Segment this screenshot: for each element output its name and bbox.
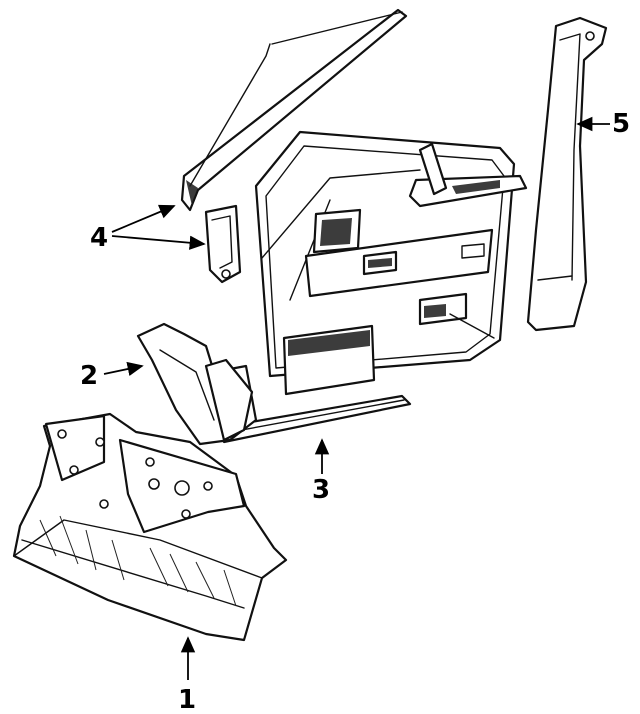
- callout-3-label: 3: [312, 475, 330, 505]
- callout-1-label: 1: [178, 685, 196, 714]
- callout-5-label: 5: [612, 109, 630, 139]
- part-5-b-pillar-trim: [526, 16, 608, 332]
- part-2-kick-panel: [136, 322, 258, 446]
- callout-2-label: 2: [80, 361, 98, 391]
- callout-5: 5: [576, 109, 630, 139]
- part-4-lower-pillar-trim: [204, 204, 242, 284]
- callout-1: 1: [178, 636, 196, 714]
- part-4-upper-pillar-molding: [180, 8, 408, 212]
- callout-4-label: 4: [90, 223, 108, 253]
- part-1-cowl-side-panel: [12, 412, 288, 642]
- callout-4: 4: [90, 204, 206, 253]
- callout-2: 2: [80, 361, 144, 391]
- part-3-door-trim-panel: [254, 130, 528, 396]
- callout-3: 3: [312, 438, 330, 505]
